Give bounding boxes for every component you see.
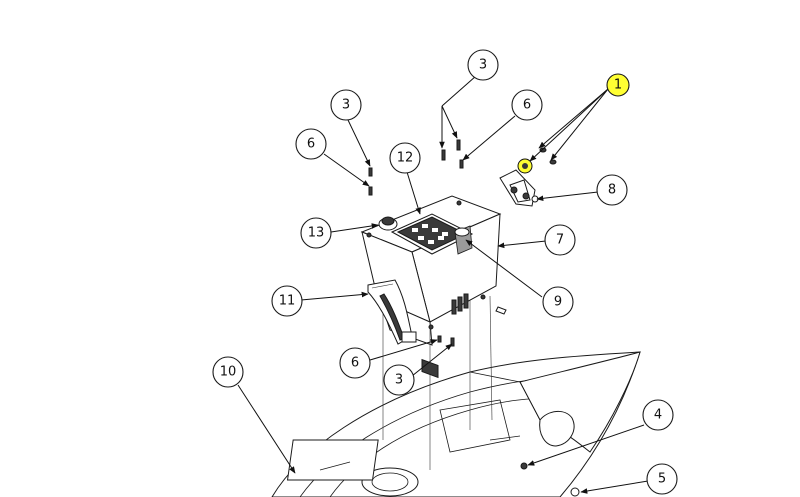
callout-label: 13	[308, 226, 325, 241]
callout-label: 11	[279, 294, 296, 309]
screws	[368, 139, 507, 347]
callout-circle	[642, 399, 674, 431]
callout-6-bottom: 6	[339, 347, 371, 379]
callout-circle	[383, 364, 415, 396]
callout-5: 5	[646, 463, 678, 495]
callout-circle	[596, 174, 628, 206]
callout-12: 12	[389, 142, 421, 174]
callout-label: 6	[307, 137, 315, 152]
callout-label: 6	[523, 98, 531, 113]
callout-label: 3	[479, 58, 487, 73]
base-housing	[271, 351, 641, 497]
callout-4: 4	[642, 399, 674, 431]
leader-lines	[237, 75, 649, 494]
callout-circle	[606, 73, 630, 97]
callout-label: 5	[658, 472, 666, 487]
knob	[378, 216, 398, 231]
callout-label: 7	[556, 233, 564, 248]
callout-label: 8	[608, 183, 616, 198]
callout-circle	[212, 356, 244, 388]
callout-1: 1	[606, 73, 630, 97]
highlighted-part	[517, 147, 557, 174]
callout-label: 12	[397, 151, 414, 166]
callout-3-bottom: 3	[383, 364, 415, 396]
callout-label: 3	[395, 373, 403, 388]
bracket	[499, 169, 539, 207]
callout-label: 9	[554, 295, 562, 310]
callout-circle	[330, 89, 362, 121]
callout-circle	[467, 49, 499, 81]
callout-3-left: 3	[330, 89, 362, 121]
callout-13: 13	[300, 217, 332, 249]
callout-circle	[300, 217, 332, 249]
callout-circle	[339, 347, 371, 379]
callout-circle	[295, 128, 327, 160]
callout-label: 10	[220, 365, 237, 380]
callout-circle	[646, 463, 678, 495]
callout-6-upper-right: 6	[511, 89, 543, 121]
callout-label: 4	[654, 408, 662, 423]
callout-circle	[542, 286, 574, 318]
callout-circle	[511, 89, 543, 121]
callout-11: 11	[271, 285, 303, 317]
callout-label: 6	[351, 356, 359, 371]
callout-10: 10	[212, 356, 244, 388]
callout-9: 9	[542, 286, 574, 318]
callout-3-top: 3	[467, 49, 499, 81]
callout-7: 7	[544, 224, 576, 256]
callout-circle	[271, 285, 303, 317]
callout-8: 8	[596, 174, 628, 206]
callout-label: 3	[342, 98, 350, 113]
side-handle	[367, 279, 417, 345]
control-panel	[390, 213, 474, 379]
callout-circle	[544, 224, 576, 256]
callout-label: 1	[614, 78, 622, 93]
callout-circle	[389, 142, 421, 174]
callout-6-left: 6	[295, 128, 327, 160]
